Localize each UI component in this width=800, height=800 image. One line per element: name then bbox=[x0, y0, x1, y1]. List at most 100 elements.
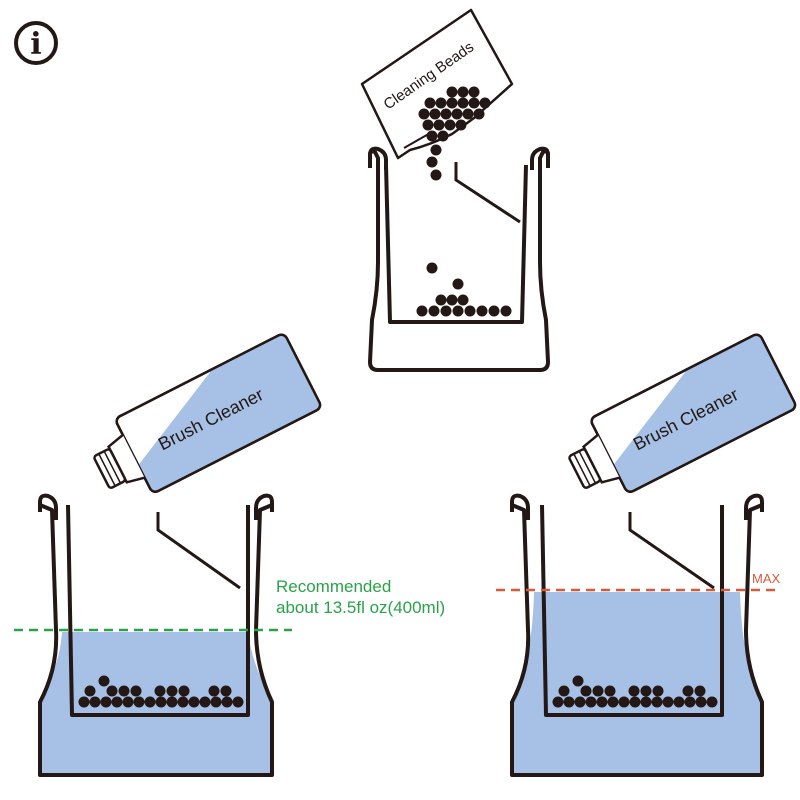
bead bbox=[100, 696, 112, 708]
bead bbox=[479, 97, 491, 109]
bead bbox=[130, 685, 142, 697]
bead bbox=[706, 696, 718, 708]
beads-top bbox=[416, 86, 512, 317]
brush-cleaner-bottle-right: Brush Cleaner bbox=[568, 333, 797, 493]
bead bbox=[446, 97, 458, 109]
bead bbox=[433, 119, 445, 131]
bead bbox=[673, 696, 685, 708]
bead bbox=[440, 108, 452, 120]
bead bbox=[558, 685, 570, 697]
bead bbox=[177, 696, 189, 708]
bead bbox=[122, 696, 134, 708]
bead bbox=[426, 262, 438, 274]
bead bbox=[89, 696, 101, 708]
bead bbox=[416, 305, 428, 317]
bead bbox=[451, 108, 463, 120]
bead bbox=[662, 696, 674, 708]
bead bbox=[628, 685, 640, 697]
bead bbox=[199, 696, 211, 708]
bead bbox=[457, 97, 469, 109]
beads-left bbox=[78, 675, 244, 708]
bead bbox=[473, 108, 485, 120]
bead bbox=[640, 685, 652, 697]
bead bbox=[154, 685, 166, 697]
bead bbox=[144, 696, 156, 708]
bead bbox=[592, 685, 604, 697]
recommended-label-line1: Recommended bbox=[276, 577, 391, 596]
bead bbox=[430, 169, 442, 181]
bead bbox=[446, 86, 458, 98]
bead bbox=[607, 696, 619, 708]
bead bbox=[440, 305, 452, 317]
bead bbox=[437, 130, 449, 142]
max-label: MAX bbox=[752, 571, 781, 586]
recommended-label-line2: about 13.5fl oz(400ml) bbox=[276, 598, 445, 617]
bead bbox=[572, 675, 584, 687]
bead bbox=[468, 86, 480, 98]
bead bbox=[455, 119, 467, 131]
bead bbox=[694, 685, 706, 697]
bead bbox=[166, 696, 178, 708]
bead bbox=[652, 685, 664, 697]
bead bbox=[84, 685, 96, 697]
tank-top bbox=[368, 146, 550, 372]
bead bbox=[435, 294, 447, 306]
bead bbox=[464, 305, 476, 317]
bead bbox=[452, 278, 464, 290]
bead bbox=[585, 696, 597, 708]
bead bbox=[111, 696, 123, 708]
bead bbox=[596, 696, 608, 708]
bead bbox=[208, 685, 220, 697]
bead bbox=[422, 119, 434, 131]
bead bbox=[476, 305, 488, 317]
bead bbox=[430, 144, 442, 156]
bead bbox=[446, 294, 458, 306]
bead bbox=[133, 696, 145, 708]
bead bbox=[424, 97, 436, 109]
bead bbox=[563, 696, 575, 708]
brush-cleaner-bottle-left: Brush Cleaner bbox=[93, 333, 322, 493]
beads-right bbox=[552, 675, 718, 708]
bead bbox=[618, 696, 630, 708]
bead bbox=[118, 685, 130, 697]
bead bbox=[574, 696, 586, 708]
bead bbox=[629, 696, 641, 708]
bead bbox=[429, 108, 441, 120]
bead bbox=[78, 696, 90, 708]
bead bbox=[188, 696, 200, 708]
bead bbox=[552, 696, 564, 708]
bead bbox=[426, 156, 438, 168]
bead bbox=[232, 696, 244, 708]
bead bbox=[221, 696, 233, 708]
bead bbox=[444, 119, 456, 131]
bead bbox=[210, 696, 222, 708]
bead bbox=[457, 294, 469, 306]
bead bbox=[452, 305, 464, 317]
bead bbox=[220, 685, 232, 697]
bead bbox=[468, 97, 480, 109]
bead bbox=[106, 685, 118, 697]
tank-left bbox=[38, 493, 274, 777]
svg-text:i: i bbox=[30, 27, 41, 62]
bead bbox=[695, 696, 707, 708]
bead bbox=[462, 108, 474, 120]
bead bbox=[178, 685, 190, 697]
bead bbox=[457, 86, 469, 98]
bead bbox=[426, 130, 438, 142]
bead bbox=[684, 696, 696, 708]
bead bbox=[651, 696, 663, 708]
bead bbox=[98, 675, 110, 687]
info-icon: i bbox=[14, 21, 58, 65]
bead bbox=[500, 305, 512, 317]
tank-right bbox=[510, 493, 764, 777]
bead bbox=[166, 685, 178, 697]
bead bbox=[682, 685, 694, 697]
bead bbox=[580, 685, 592, 697]
bead bbox=[604, 685, 616, 697]
bead bbox=[155, 696, 167, 708]
bead bbox=[435, 97, 447, 109]
bead bbox=[428, 305, 440, 317]
bead bbox=[488, 305, 500, 317]
bead bbox=[418, 108, 430, 120]
